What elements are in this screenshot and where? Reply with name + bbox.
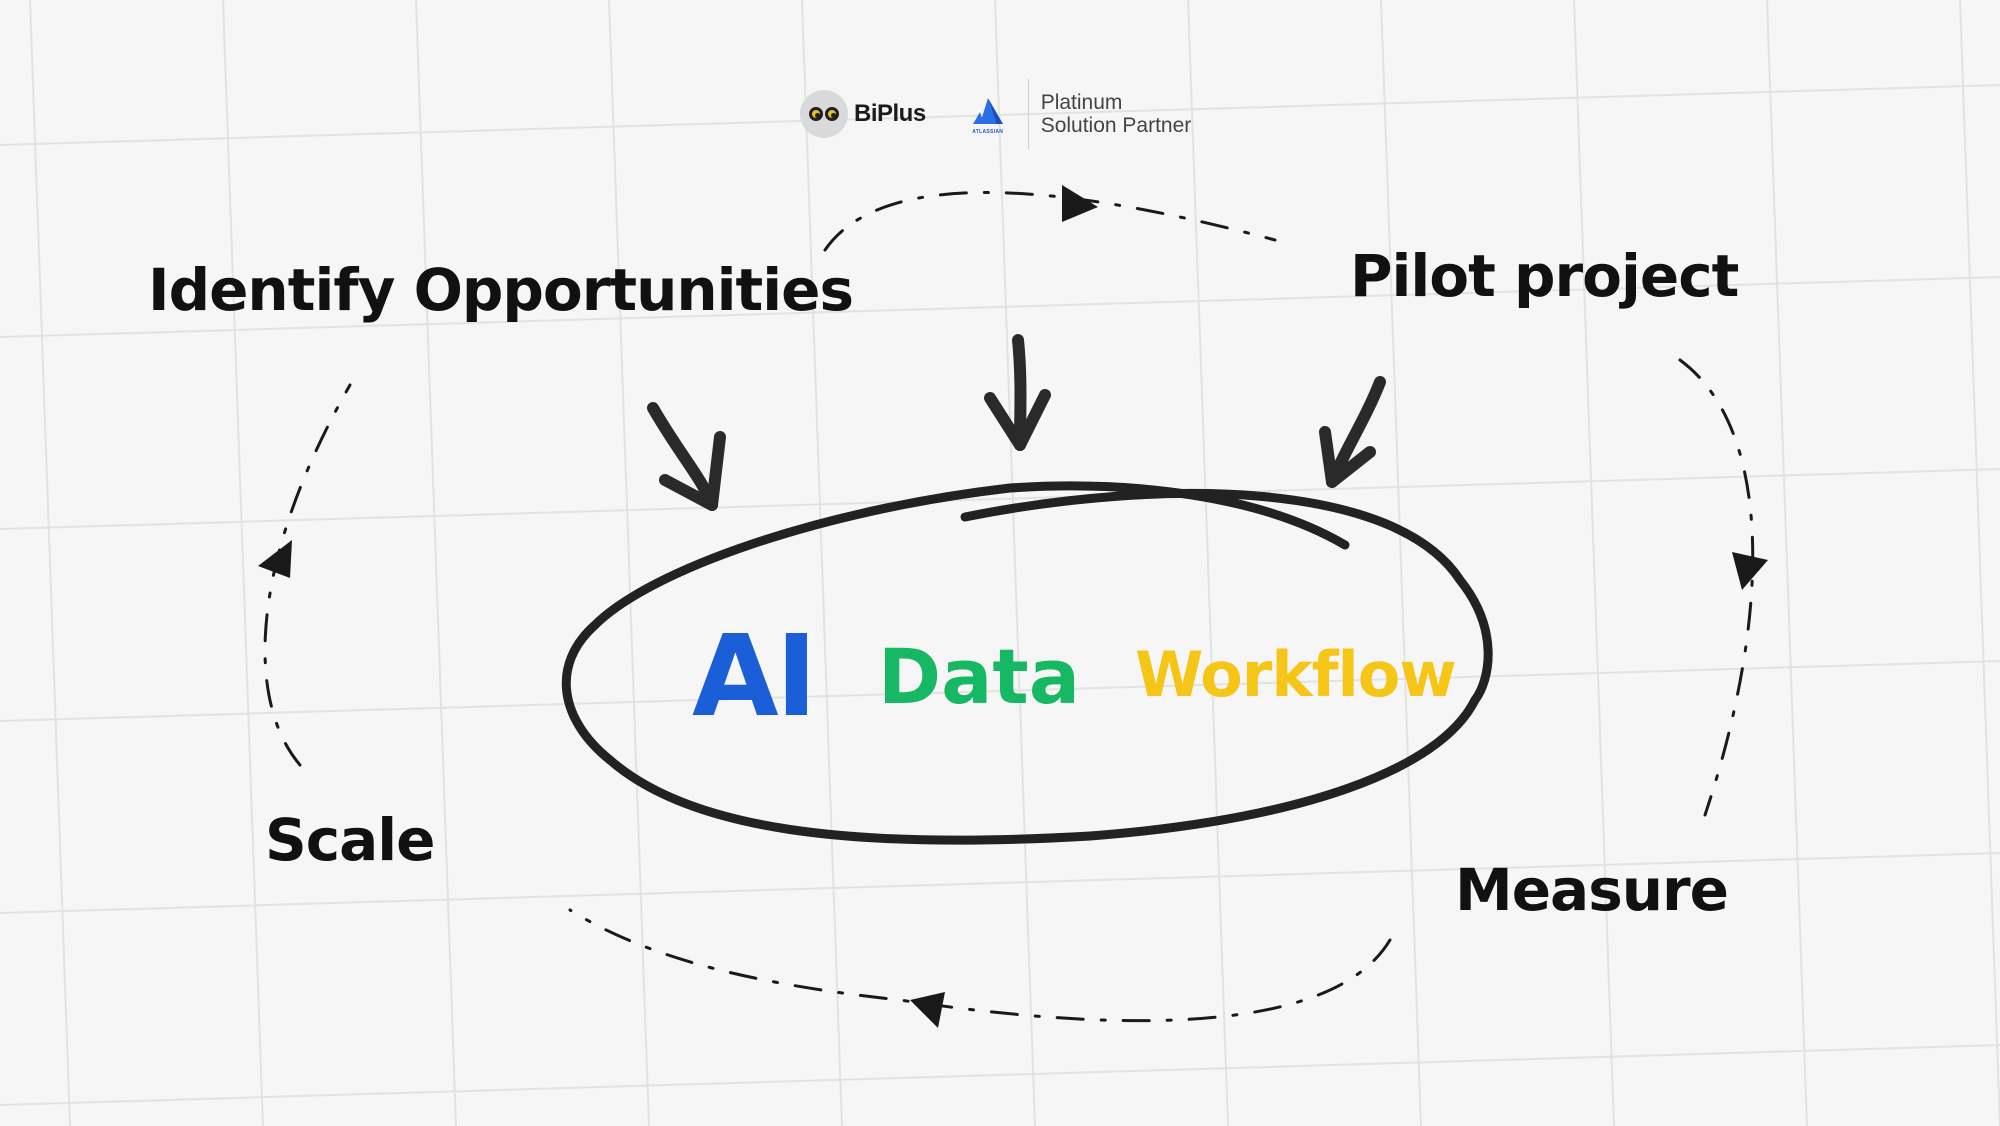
grid-line-vertical <box>1766 0 1808 1126</box>
grid-line-vertical <box>1573 0 1615 1126</box>
step-measure: Measure <box>1455 856 1729 924</box>
grid-line-horizontal <box>0 276 2000 338</box>
grid-line-horizontal <box>0 84 2000 146</box>
grid-line-vertical <box>29 0 71 1126</box>
atlassian-wordmark: ATLASSIAN <box>972 128 1004 135</box>
cycle-arrowhead-bottom <box>910 992 945 1028</box>
cycle-arrowhead-right <box>1732 552 1768 590</box>
grid-line-vertical <box>1187 0 1229 1126</box>
brand-divider <box>1027 79 1029 149</box>
grid-line-horizontal <box>0 1044 2000 1106</box>
step-identify-opportunities: Identify Opportunities <box>148 256 854 324</box>
owl-eye-left <box>809 107 823 121</box>
arrow-from-pilot <box>1319 376 1386 488</box>
core-circle <box>561 481 1493 845</box>
cycle-arc-left <box>263 383 352 767</box>
grid-line-vertical <box>608 0 650 1126</box>
grid-line-vertical <box>801 0 843 1126</box>
cycle-arrowhead-left <box>258 540 292 578</box>
cycle-arrowhead-top <box>1062 185 1098 222</box>
grid-line-vertical <box>222 0 264 1126</box>
grid-line-horizontal <box>0 660 2000 722</box>
step-pilot-project: Pilot project <box>1350 242 1739 310</box>
core-workflow: Workflow <box>1135 638 1457 711</box>
grid-line-horizontal <box>0 468 2000 530</box>
biplus-logo: BiPlus <box>800 90 926 138</box>
arrow-from-identify <box>647 402 726 511</box>
owl-icon <box>800 90 848 138</box>
atlassian-logo: ATLASSIAN <box>966 94 1010 135</box>
grid-line-horizontal <box>0 852 2000 914</box>
cycle-arc-bottom <box>568 908 1392 1023</box>
atlassian-mark-icon <box>972 97 1003 124</box>
grid-line-vertical <box>994 0 1036 1126</box>
cycle-arc-top <box>823 191 1277 252</box>
cycle-arc-right <box>1678 358 1755 817</box>
core-ai: AI <box>692 612 817 742</box>
partner-line-2: Solution Partner <box>1040 114 1192 137</box>
grid-line-vertical <box>1380 0 1422 1126</box>
partner-line-1: Platinum <box>1040 91 1123 114</box>
arrow-center <box>984 334 1051 451</box>
core-data: Data <box>878 632 1080 721</box>
grid-line-vertical <box>415 0 457 1126</box>
grid-line-vertical <box>1959 0 2000 1126</box>
owl-eye-right <box>825 107 839 121</box>
partner-badge: Platinum Solution Partner <box>1041 91 1192 137</box>
biplus-name: BiPlus <box>854 100 926 127</box>
brand-header: BiPlus ATLASSIAN Platinum Solution Partn… <box>800 79 1192 149</box>
step-scale: Scale <box>265 806 436 874</box>
